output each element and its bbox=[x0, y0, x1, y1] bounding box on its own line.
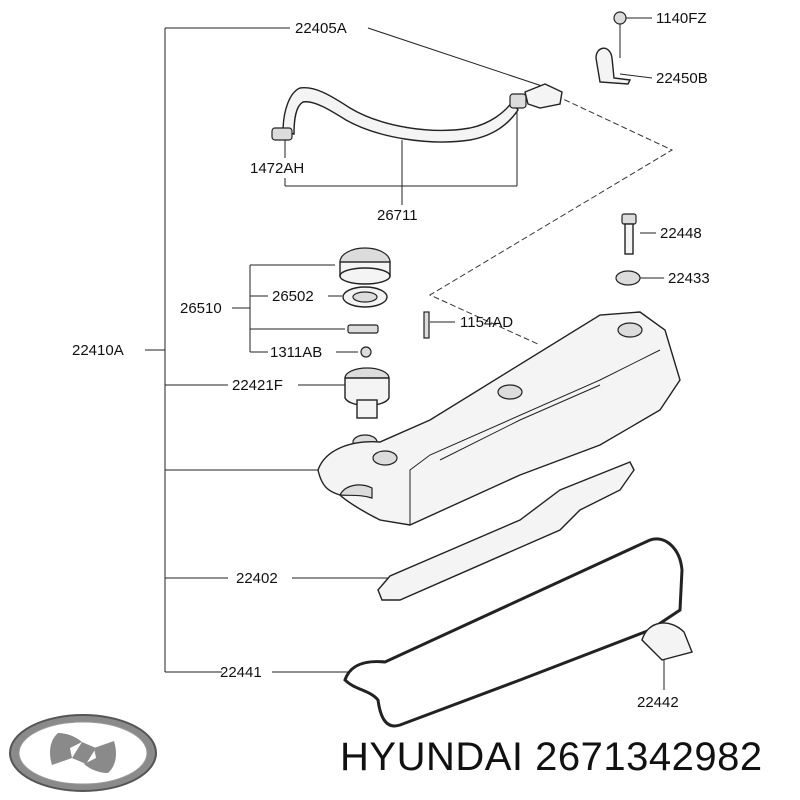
hose-clamp-left bbox=[271, 127, 293, 141]
bracket-22450B bbox=[595, 11, 632, 85]
callout-labels: 22405A 1140FZ 22450B 1472AH 26711 22448 … bbox=[72, 10, 710, 711]
label-26502: 26502 bbox=[272, 288, 314, 305]
label-22450B: 22450B bbox=[656, 70, 708, 87]
filler-neck-22421F bbox=[344, 367, 390, 419]
label-1154AD: 1154AD bbox=[460, 314, 513, 331]
label-22421F: 22421F bbox=[232, 377, 283, 394]
oil-filler-cap bbox=[339, 247, 391, 285]
label-22405A: 22405A bbox=[295, 20, 347, 37]
pcv-elbow bbox=[524, 83, 563, 109]
label-22448: 22448 bbox=[660, 225, 702, 242]
breather-hose bbox=[271, 83, 563, 143]
hyundai-logo bbox=[9, 714, 157, 792]
label-22433: 22433 bbox=[668, 270, 710, 287]
baffle-plate-22402 bbox=[377, 461, 635, 601]
bolt-22448 bbox=[621, 213, 637, 255]
label-1140FZ: 1140FZ bbox=[656, 10, 707, 27]
half-moon-seal-22442 bbox=[641, 622, 693, 661]
label-22402: 22402 bbox=[236, 570, 278, 587]
stud-1154AD bbox=[423, 311, 430, 339]
rocker-cover bbox=[317, 311, 681, 526]
washer-22433 bbox=[615, 270, 641, 286]
cover-gasket-22441 bbox=[343, 537, 684, 728]
brand-part-number: HYUNDAI 2671342982 bbox=[340, 735, 763, 779]
guide-dashed-line bbox=[428, 91, 674, 346]
label-1311AB: 1311AB bbox=[270, 344, 322, 361]
nut-1311AB bbox=[360, 346, 372, 358]
label-26711: 26711 bbox=[377, 207, 418, 224]
hose-clamp-right bbox=[509, 93, 527, 109]
label-22442: 22442 bbox=[637, 694, 679, 711]
label-22410A: 22410A bbox=[72, 342, 124, 359]
leader-lines bbox=[145, 17, 665, 690]
label-26510: 26510 bbox=[180, 300, 222, 317]
label-1472AH: 1472AH bbox=[250, 160, 304, 177]
label-22441: 22441 bbox=[220, 664, 262, 681]
cap-link bbox=[347, 324, 379, 334]
